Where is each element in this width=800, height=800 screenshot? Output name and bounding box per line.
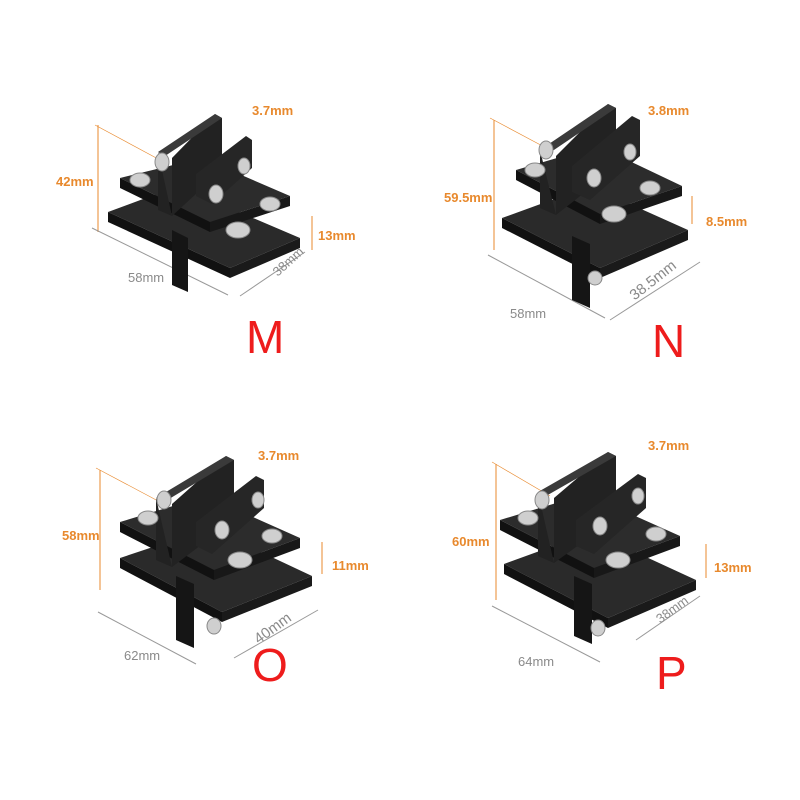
- gap-label: 11mm: [332, 558, 369, 573]
- thickness-label: 3.7mm: [252, 103, 294, 118]
- length-label: 62mm: [124, 648, 161, 663]
- bracket-o-image: [95, 456, 323, 665]
- variant-p-panel: 3.7mm 60mm 13mm 64mm 38mm P: [400, 400, 800, 800]
- variant-o-panel: 3.7mm 58mm 11mm 62mm 40mm O: [0, 400, 400, 800]
- bracket-p-image: [491, 452, 707, 663]
- bracket-m-image: [91, 114, 313, 297]
- variant-letter: M: [246, 311, 285, 363]
- gap-label: 13mm: [714, 560, 752, 575]
- gap-label: 8.5mm: [706, 214, 748, 229]
- bracket-n-image: [487, 104, 701, 321]
- variant-letter: P: [656, 647, 687, 699]
- height-label: 42mm: [56, 174, 94, 189]
- thickness-label: 3.8mm: [648, 103, 690, 118]
- thickness-label: 3.7mm: [258, 448, 300, 463]
- height-label: 59.5mm: [444, 190, 493, 205]
- length-label: 58mm: [510, 306, 547, 321]
- variant-letter: O: [252, 639, 288, 691]
- length-label: 64mm: [518, 654, 555, 669]
- variant-letter: N: [652, 315, 686, 367]
- thickness-label: 3.7mm: [648, 438, 690, 453]
- height-label: 60mm: [452, 534, 490, 549]
- gap-label: 13mm: [318, 228, 356, 243]
- variant-m-panel: 3.7mm 42mm 13mm 58mm 38mm M: [0, 0, 400, 400]
- length-label: 58mm: [128, 270, 165, 285]
- variant-n-panel: 3.8mm 59.5mm 8.5mm 58mm 38.5mm N: [400, 0, 800, 400]
- height-label: 58mm: [62, 528, 100, 543]
